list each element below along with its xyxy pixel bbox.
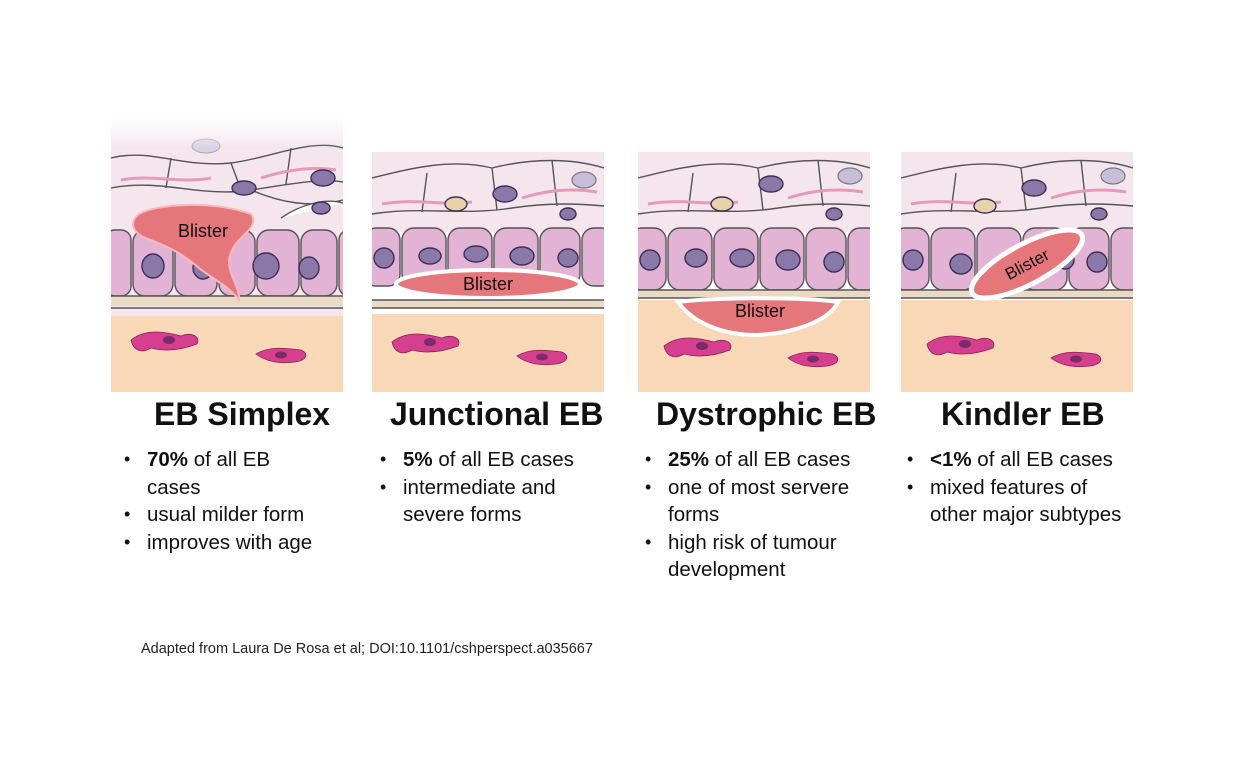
bullet-text: of all EB cases (971, 448, 1113, 471)
bullet-text: of all EB cases (709, 448, 851, 471)
bullet-strong: <1% (930, 448, 972, 471)
bullet-text: mixed features of other major subtypes (930, 475, 1122, 527)
bullet-text: one of most servere forms (668, 475, 850, 527)
bullet-strong: 5% (403, 448, 433, 471)
panel-title: Dystrophic EB (656, 396, 877, 432)
skin-illustration-simplex: Blister (111, 118, 343, 392)
bullet-item: one of most servere forms (642, 474, 872, 529)
bullet-list: 5% of all EB cases intermediate and seve… (377, 446, 607, 529)
bullet-list: 70% of all EB cases usual milder form im… (121, 446, 321, 556)
bullet-text: usual milder form (147, 503, 305, 526)
panel-title: Kindler EB (941, 396, 1105, 432)
bullet-item: mixed features of other major subtypes (904, 474, 1124, 529)
blister-label: Blister (463, 274, 513, 294)
bullet-item: improves with age (121, 529, 321, 557)
bullet-strong: 25% (668, 448, 710, 471)
blister-label: Blister (178, 221, 228, 241)
skin-svg-kindler: Blister (901, 118, 1133, 392)
bullet-item: high risk of tumour development (642, 529, 872, 584)
bullet-text: improves with age (147, 530, 313, 554)
bullet-text: of all EB cases (432, 448, 574, 471)
bullet-item: 25% of all EB cases (642, 446, 872, 474)
skin-svg-dystrophic: Blister (638, 118, 870, 392)
skin-illustration-kindler: Blister (901, 118, 1133, 392)
bullet-item: <1% of all EB cases (904, 446, 1124, 474)
panel-title: EB Simplex (154, 396, 331, 432)
bullet-text: intermediate and severe forms (403, 475, 556, 527)
skin-svg-junctional: Blister (372, 118, 604, 392)
bullet-item: 5% of all EB cases (377, 446, 607, 474)
bullet-item: usual milder form (121, 501, 321, 529)
skin-illustration-junctional: Blister (372, 118, 604, 392)
panel-title: Junctional EB (390, 396, 604, 432)
bullet-item: 70% of all EB cases (121, 446, 321, 501)
skin-illustration-dystrophic: Blister (638, 118, 870, 392)
source-credit: Adapted from Laura De Rosa et al; DOI:10… (141, 641, 593, 657)
bullet-strong: 70% (147, 448, 189, 471)
bullet-text: high risk of tumour development (668, 530, 837, 582)
bullet-list: <1% of all EB cases mixed features of ot… (904, 446, 1124, 529)
bullet-list: 25% of all EB cases one of most servere … (642, 446, 872, 584)
bullet-text: of all EB cases (147, 448, 271, 499)
skin-svg-simplex: Blister (111, 118, 343, 392)
bullet-item: intermediate and severe forms (377, 474, 607, 529)
blister-label: Blister (735, 301, 785, 321)
